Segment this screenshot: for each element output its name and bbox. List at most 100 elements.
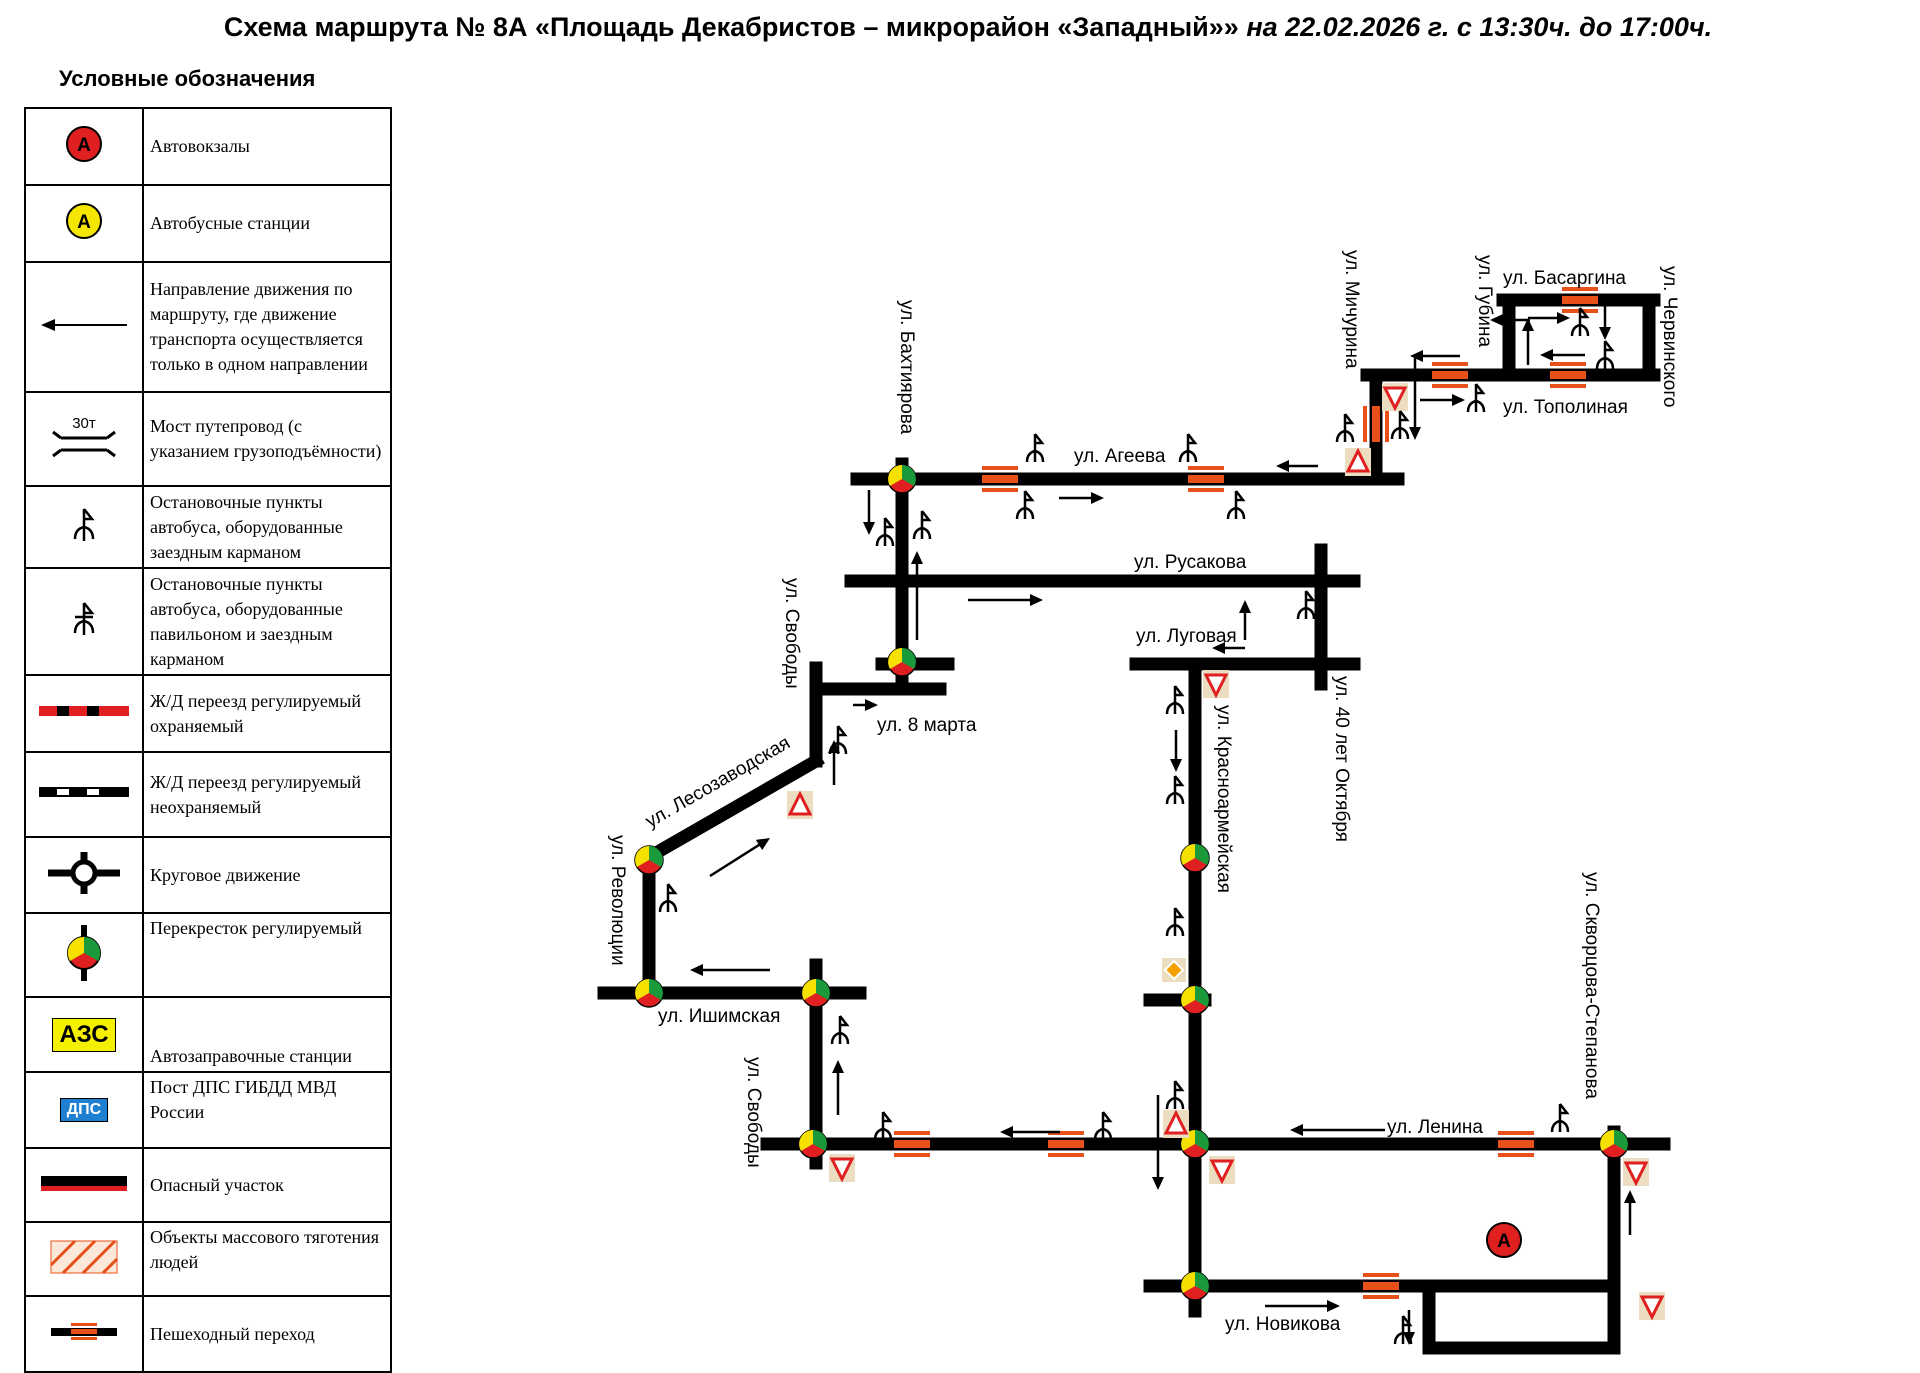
direction-arrow-icon: [1490, 314, 1530, 326]
sign-triangle: [1623, 1161, 1649, 1187]
street-label-ishimskaya: ул. Ишимская: [658, 1006, 780, 1027]
arrow-head: [1452, 394, 1465, 406]
pedestrian-crossing: [1498, 1131, 1534, 1157]
street-label-basargina: ул. Басаргина: [1503, 268, 1626, 289]
traffic-light-icon: [798, 1129, 828, 1159]
roundabout-icon: [24, 836, 144, 914]
pedestrian-crossing: [1188, 466, 1224, 492]
direction-arrow-icon: [1276, 460, 1318, 472]
street-label-topolinaya: ул. Тополиная: [1503, 397, 1628, 418]
light-green: [902, 648, 916, 669]
bus-terminal-icon: А: [24, 107, 144, 186]
crossing-stripe: [1385, 406, 1389, 442]
sign-triangle: [1203, 673, 1229, 699]
light-green: [1614, 1130, 1628, 1151]
bus-stop-icon: [658, 883, 678, 913]
light-yellow: [802, 979, 816, 1000]
street-label-rusakova: ул. Русакова: [1134, 552, 1247, 573]
bus-stop-pavilion-icon: [24, 567, 144, 676]
street-label-chervinskogo: ул. Червинского: [1659, 266, 1680, 407]
yield-sign-icon: [1623, 1158, 1649, 1187]
light-green: [649, 846, 663, 867]
crossing-stripe: [1498, 1140, 1534, 1148]
crossing-stripe: [1550, 371, 1586, 379]
light-green: [816, 979, 830, 1000]
direction-arrow-icon: [1410, 350, 1460, 362]
sign-triangle: [1382, 386, 1408, 412]
arrow-head: [755, 838, 770, 851]
legend-row: Круговое движение: [24, 836, 392, 914]
yield-sign-icon: [1639, 1292, 1665, 1321]
legend-label: Круговое движение: [142, 836, 392, 914]
bus-terminal-marker: А: [1486, 1222, 1522, 1258]
yield-sign-icon: [1203, 670, 1229, 699]
bus-stop-icon: [912, 510, 932, 540]
crossing-stripe: [1188, 475, 1224, 483]
direction-arrow-icon: [832, 1060, 844, 1115]
bus-stop-icon: [830, 1015, 850, 1045]
direction-arrow-icon: [1212, 642, 1245, 654]
unguarded-railway-crossing-icon: [24, 751, 144, 838]
dangerous-section-icon: [24, 1147, 144, 1223]
traffic-light-icon: [24, 912, 144, 998]
bus-stop-icon: [1466, 383, 1486, 413]
direction-arrow-icon: [828, 740, 840, 785]
light-green: [1195, 1130, 1209, 1151]
yield-sign-icon: [829, 1154, 855, 1183]
light-yellow: [1181, 1272, 1195, 1293]
light-green: [902, 465, 916, 486]
bus-stop-icon: [1390, 410, 1410, 440]
crossing-stripe: [1363, 1282, 1399, 1290]
light-green: [813, 1130, 827, 1151]
marker-diamond: [1163, 959, 1185, 981]
street-label-novikova: ул. Новикова: [1225, 1314, 1341, 1335]
direction-arrow-icon: [1265, 1300, 1340, 1312]
crossing-stripe: [1188, 488, 1224, 492]
direction-arrow-icon: [1290, 1124, 1385, 1136]
legend-label: Перекресток регулируемый: [142, 912, 392, 998]
gas-station-marker: [1162, 958, 1186, 982]
arrow-head: [1624, 1190, 1636, 1203]
traffic-light-icon: [801, 978, 831, 1008]
crossing-stripe: [1550, 384, 1586, 388]
street-label-svobody-lower: ул. Свободы: [743, 1057, 764, 1168]
arrow-head: [865, 699, 878, 711]
traffic-light-icon: [634, 978, 664, 1008]
arrow-head: [1522, 318, 1534, 331]
direction-arrow-icon: [1239, 600, 1251, 640]
sign-triangle: [829, 1157, 855, 1183]
yield-sign-icon: [1382, 383, 1408, 412]
direction-arrow-icon: [1170, 730, 1182, 772]
crossing-stripe: [1498, 1153, 1534, 1157]
crossing-stripe: [894, 1131, 930, 1135]
arrow-head: [1290, 1124, 1303, 1136]
svg-text:А: А: [77, 212, 91, 233]
arrow-head: [1410, 350, 1423, 362]
street-label-lenina: ул. Ленина: [1387, 1117, 1483, 1138]
direction-arrow-icon: [1000, 1126, 1060, 1138]
bus-stop-icon: [1025, 433, 1045, 463]
pedestrian-crossing: [1048, 1131, 1084, 1157]
traffic-light-icon: [1599, 1129, 1629, 1159]
bus-stop-icon: [1570, 307, 1590, 337]
bus-stop-icon: [1093, 1111, 1113, 1141]
legend-row: Остановочные пункты автобуса, оборудован…: [24, 567, 392, 676]
yield-sign-icon: [1209, 1156, 1235, 1185]
arrow-head: [1152, 1177, 1164, 1190]
crossing-stripe: [1372, 406, 1380, 442]
legend-label: Остановочные пункты автобуса, оборудован…: [142, 485, 392, 569]
arrow-shaft: [709, 842, 763, 878]
street-label-8-marta: ул. 8 марта: [877, 715, 977, 736]
light-green: [649, 979, 663, 1000]
traffic-light-icon: [1180, 1129, 1210, 1159]
light-green: [1195, 844, 1209, 865]
pedestrian-crossing: [894, 1131, 930, 1157]
street-label-svobody-upper: ул. Свободы: [781, 578, 802, 689]
street-label-skvortsova-stepanova: ул. Скворцова-Степанова: [1581, 872, 1602, 1099]
direction-arrow-icon: [1152, 1095, 1164, 1190]
arrow-head: [1403, 1332, 1415, 1345]
direction-arrow-icon: [863, 490, 875, 535]
light-yellow: [888, 648, 902, 669]
